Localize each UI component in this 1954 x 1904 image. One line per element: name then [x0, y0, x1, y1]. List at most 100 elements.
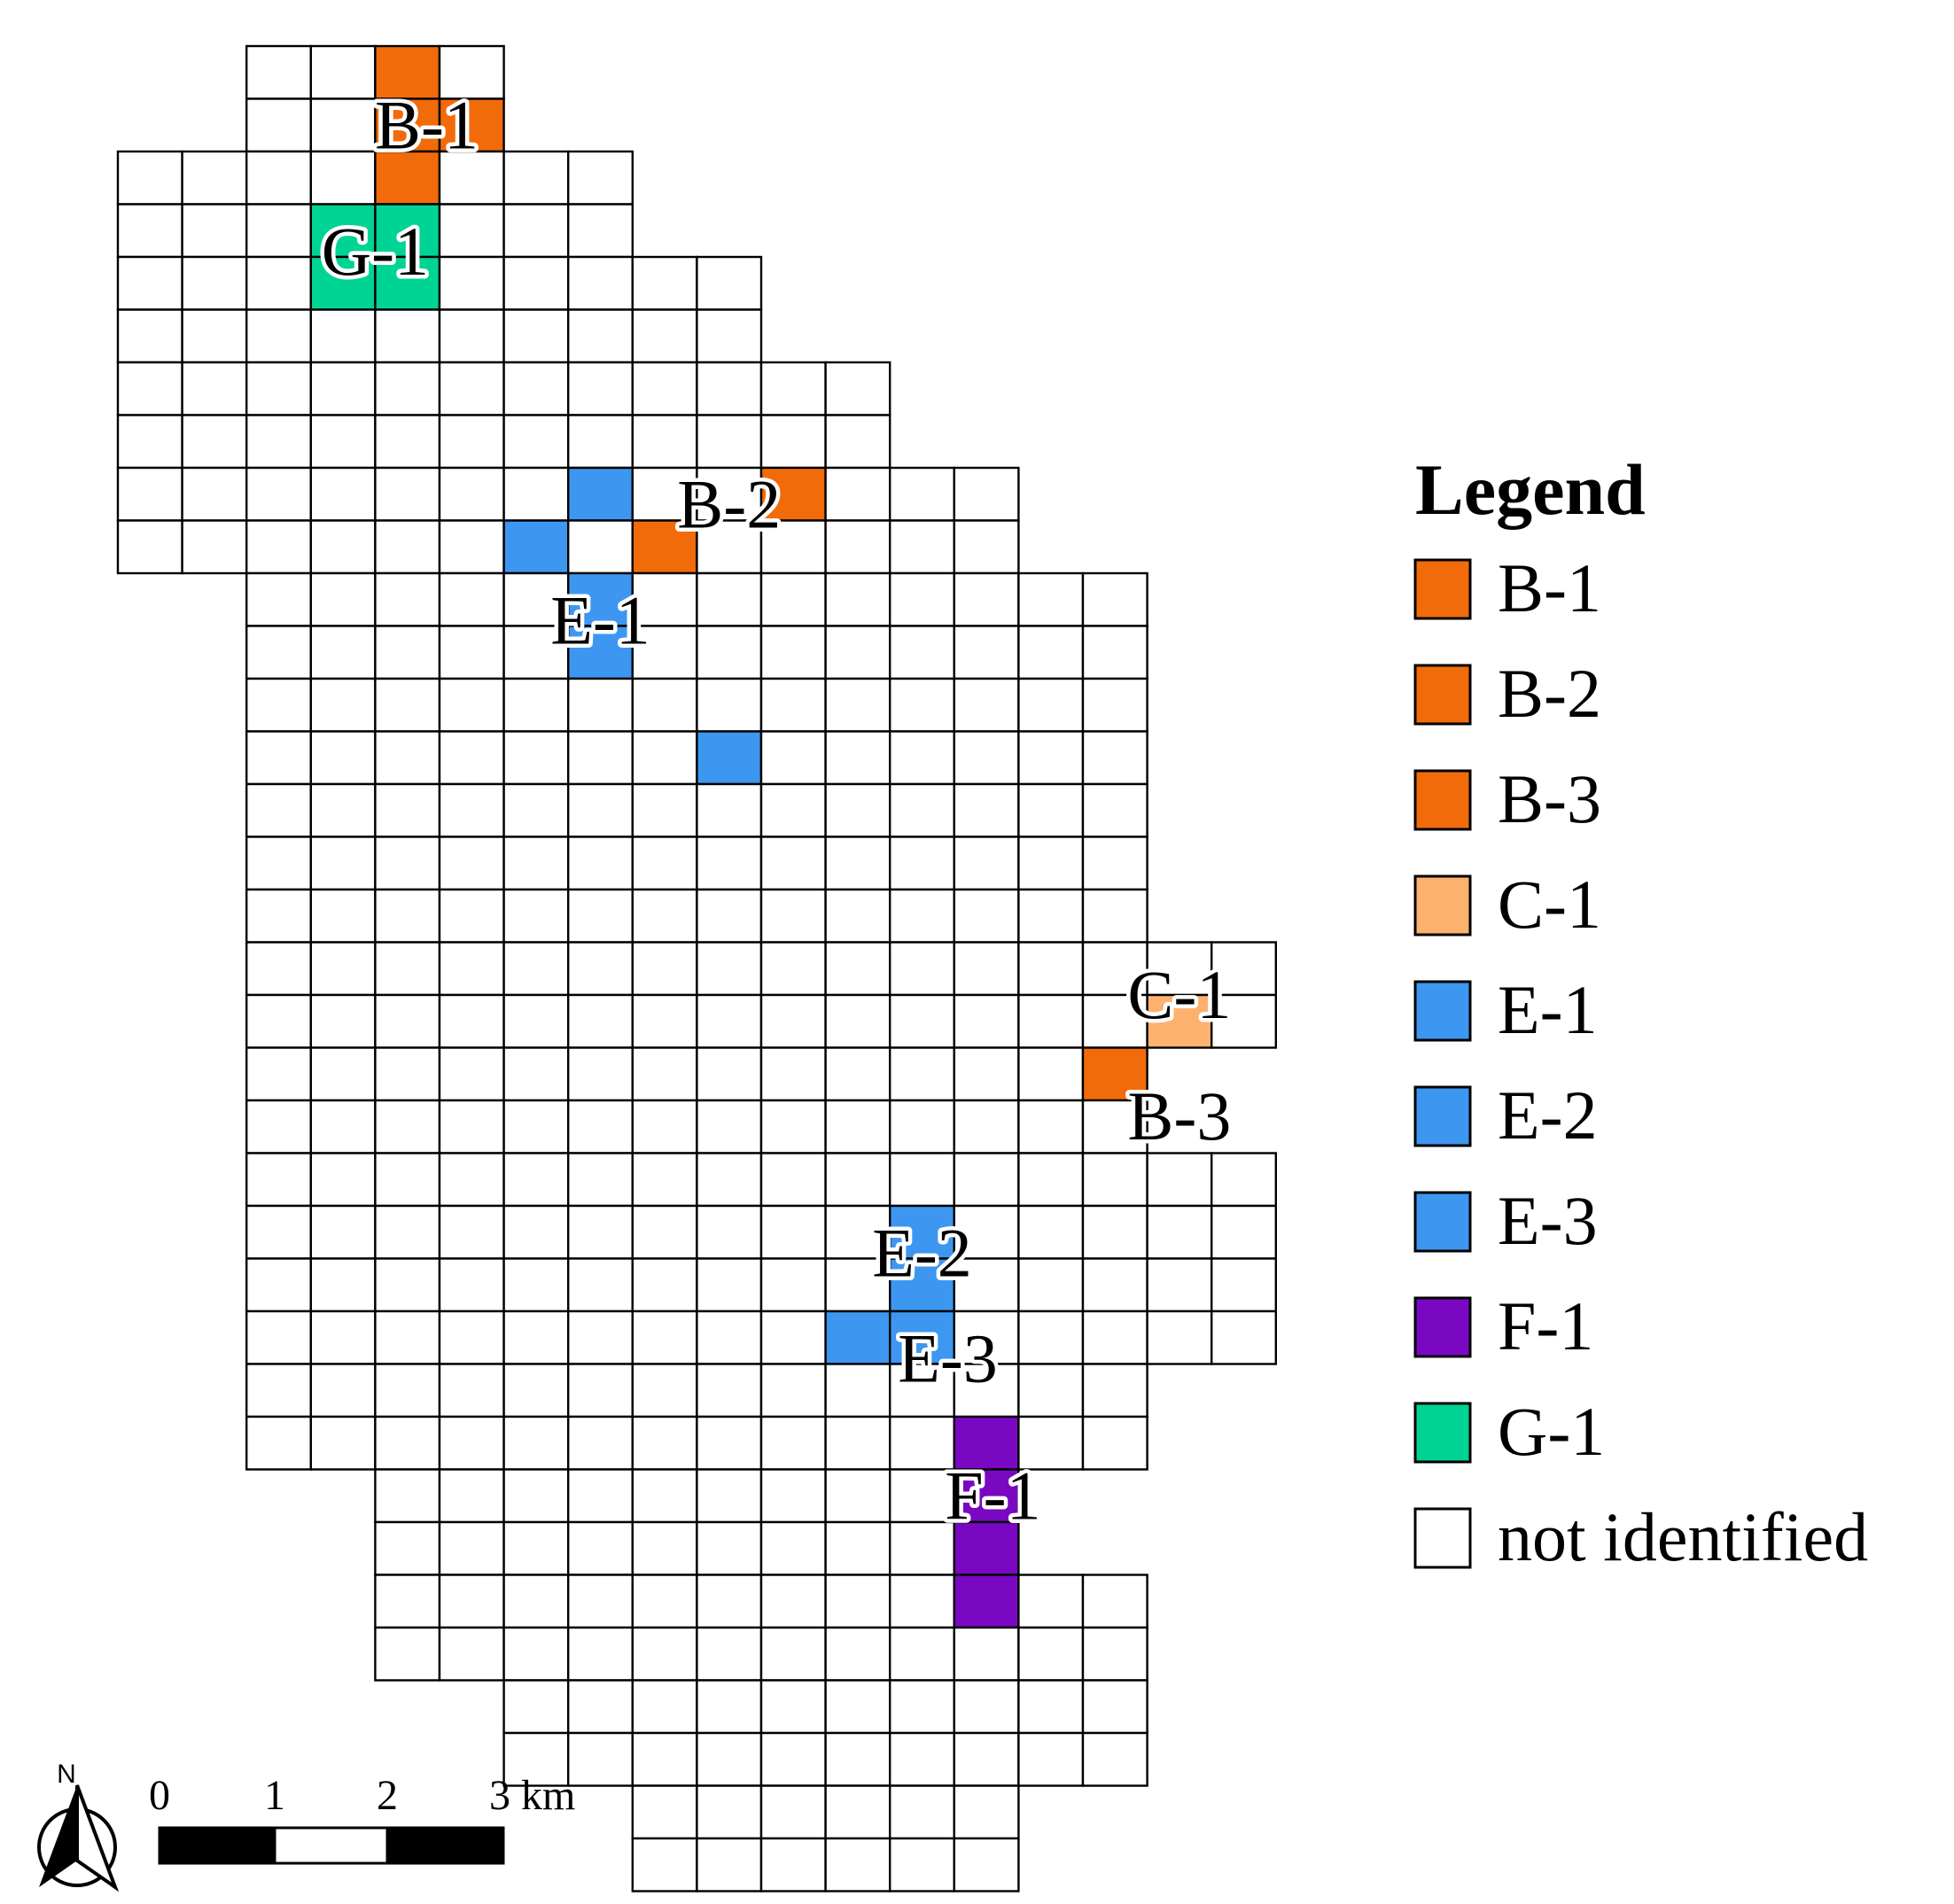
grid-cell	[309, 677, 377, 733]
grid-cell	[438, 782, 505, 838]
grid-cell	[696, 255, 763, 311]
grid-cell	[567, 1626, 634, 1682]
grid-cell	[567, 1152, 634, 1208]
grid-cell	[116, 414, 183, 470]
grid-cell	[502, 571, 570, 627]
grid-cell	[245, 1204, 313, 1260]
grid-cell	[889, 1099, 956, 1154]
grid-cell	[824, 730, 891, 786]
grid-cell	[245, 466, 313, 522]
grid-cell	[567, 1520, 634, 1576]
grid-cell	[567, 782, 634, 838]
grid-cell	[245, 97, 313, 153]
grid-cell	[438, 308, 505, 364]
grid-cell	[374, 1520, 441, 1576]
grid-cell	[953, 625, 1020, 680]
grid-cell	[116, 466, 183, 522]
zone-label-e-1: E-1	[550, 582, 650, 659]
grid-cell	[502, 1152, 570, 1208]
grid-cell	[824, 1309, 891, 1365]
grid-cell	[759, 414, 827, 470]
grid-cell	[502, 730, 570, 786]
grid-cell	[759, 1520, 827, 1576]
grid-cell	[245, 361, 313, 416]
grid-cell	[1146, 993, 1213, 1049]
grid-cell	[953, 888, 1020, 944]
legend-label: E-2	[1498, 1076, 1598, 1154]
grid-cell	[309, 782, 377, 838]
grid-cell	[696, 1784, 763, 1840]
grid-cell	[953, 1257, 1020, 1313]
grid-cell	[696, 888, 763, 944]
grid-cell	[631, 888, 698, 944]
grid-cell	[309, 730, 377, 786]
grid-cell	[631, 308, 698, 364]
grid-cell	[1017, 1363, 1085, 1418]
grid-cell	[502, 1520, 570, 1576]
grid-cell	[245, 203, 313, 259]
grid-cell	[309, 97, 377, 153]
grid-cell	[696, 1574, 763, 1629]
grid-cell	[502, 203, 570, 259]
grid-cell	[374, 1468, 441, 1524]
grid-cell	[696, 1257, 763, 1313]
grid-cell	[1017, 730, 1085, 786]
grid-cell	[374, 414, 441, 470]
grid-cell	[567, 1204, 634, 1260]
grid-cell	[759, 1204, 827, 1260]
grid-cell	[309, 1257, 377, 1313]
grid-cell	[631, 1679, 698, 1735]
grid-cell	[696, 625, 763, 680]
grid-cell	[759, 1415, 827, 1471]
grid-cell	[696, 835, 763, 891]
grid-cell	[245, 888, 313, 944]
grid-cell	[1017, 993, 1085, 1049]
grid-cell	[438, 1046, 505, 1102]
grid-cell	[502, 519, 570, 575]
grid-cell	[1210, 993, 1277, 1049]
grid-cell	[181, 150, 248, 206]
grid-cell	[1017, 1152, 1085, 1208]
grid-cell	[1017, 625, 1085, 680]
grid-cell	[309, 1309, 377, 1365]
grid-cell	[824, 1520, 891, 1576]
grid-cell	[245, 44, 313, 100]
legend-title: Legend	[1415, 449, 1646, 530]
grid-cell	[759, 1363, 827, 1418]
grid-cell	[631, 361, 698, 416]
grid-cell	[116, 203, 183, 259]
grid-cell	[759, 1468, 827, 1524]
grid-cell	[824, 1784, 891, 1840]
grid-cell	[759, 1731, 827, 1787]
grid-cell	[309, 835, 377, 891]
grid-cell	[438, 255, 505, 311]
zone-label-e-3: E-3	[898, 1320, 998, 1397]
grid-cell	[953, 730, 1020, 786]
grid-cell	[502, 1363, 570, 1418]
grid-cell	[889, 677, 956, 733]
grid-cell	[309, 150, 377, 206]
grid-cell	[696, 1152, 763, 1208]
grid-cell	[309, 44, 377, 100]
legend-swatch	[1413, 1085, 1472, 1147]
grid-cell	[631, 677, 698, 733]
scale-tick-2: 2	[377, 1772, 398, 1819]
grid-cell	[245, 1257, 313, 1313]
grid-cell	[824, 677, 891, 733]
grid-cell	[438, 150, 505, 206]
grid-cell	[696, 1679, 763, 1735]
grid-cell	[374, 44, 441, 100]
grid-cell	[1146, 1204, 1213, 1260]
grid-cell	[696, 1046, 763, 1102]
grid-cell	[1081, 677, 1148, 733]
grid-cell	[245, 941, 313, 997]
grid-cell	[567, 1363, 634, 1418]
grid-cell	[1017, 1626, 1085, 1682]
grid-cell	[438, 993, 505, 1049]
grid-cell	[889, 1626, 956, 1682]
grid-cell	[889, 782, 956, 838]
grid-cell	[438, 97, 505, 153]
grid-cell	[759, 1679, 827, 1735]
